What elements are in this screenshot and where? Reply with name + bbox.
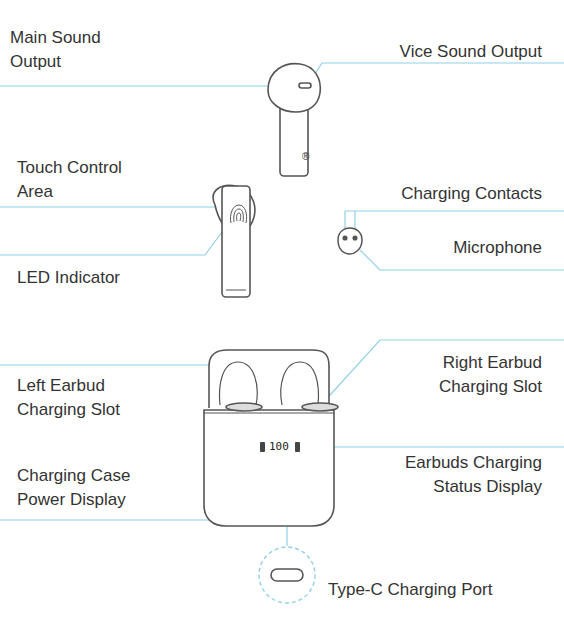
part-label: Right Earbud Charging Slot bbox=[412, 351, 542, 399]
part-label: Earbuds Charging Status Display bbox=[377, 451, 542, 499]
type-c-port bbox=[259, 547, 315, 603]
part-label: Vice Sound Output bbox=[400, 40, 542, 64]
charging-case bbox=[204, 350, 338, 526]
part-label: Left Earbud Charging Slot bbox=[17, 374, 147, 422]
part-label: Touch Control Area bbox=[17, 156, 132, 204]
part-label: Charging Contacts bbox=[401, 182, 542, 206]
part-label: Charging Case Power Display bbox=[17, 464, 157, 512]
earbud-tip bbox=[338, 228, 362, 254]
part-label: Main Sound Output bbox=[10, 26, 125, 74]
leader-lines bbox=[0, 63, 564, 546]
part-label: LED Indicator bbox=[17, 266, 120, 290]
display-digits: 100 bbox=[269, 440, 289, 454]
earbud-front bbox=[268, 64, 320, 176]
earbud-back bbox=[213, 185, 255, 297]
part-label: Type-C Charging Port bbox=[328, 578, 492, 602]
part-label: Microphone bbox=[453, 236, 542, 260]
trademark-mark: ® bbox=[302, 151, 309, 163]
